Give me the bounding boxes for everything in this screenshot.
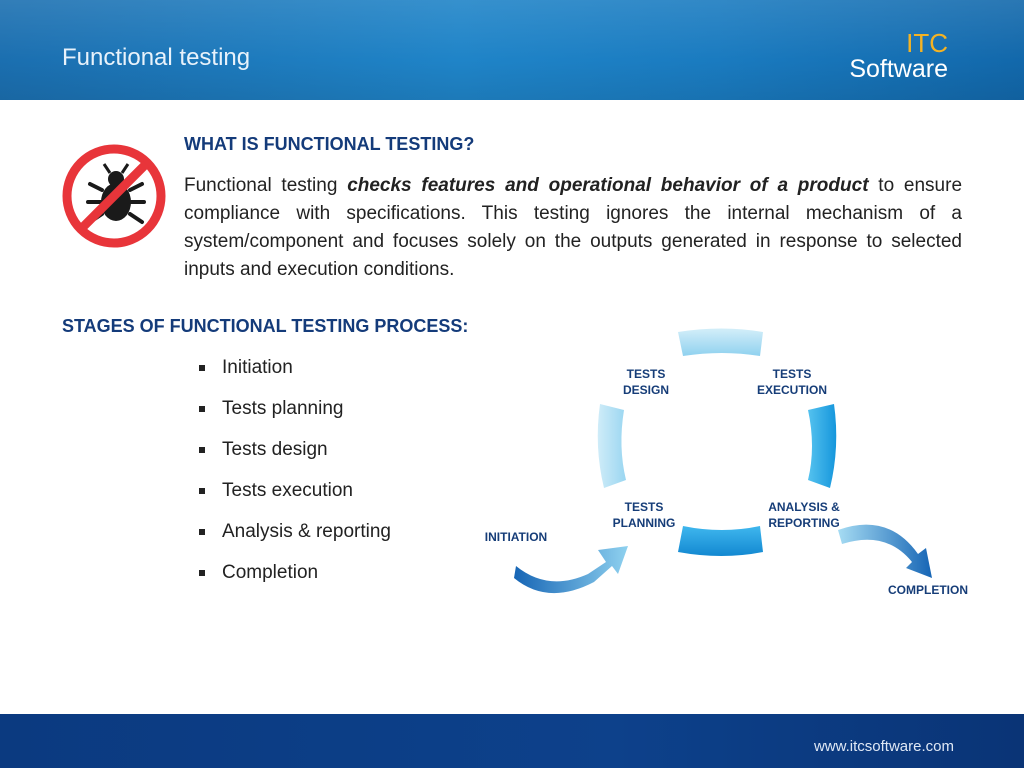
- cycle-segment-top: [678, 328, 763, 356]
- label-completion: COMPLETION: [888, 583, 968, 597]
- cycle-segment-right: [808, 404, 837, 488]
- list-item: Analysis & reporting: [196, 519, 391, 560]
- intro-text-after: to ensure compliance with specifications…: [184, 175, 963, 280]
- list-item: Tests execution: [196, 478, 391, 519]
- list-item: Tests design: [196, 437, 391, 478]
- label-tests-planning-2: PLANNING: [613, 516, 676, 530]
- list-item: Completion: [196, 560, 391, 601]
- logo-software-text: Software: [849, 55, 948, 83]
- stages-heading: STAGES OF FUNCTIONAL TESTING PROCESS:: [62, 316, 469, 336]
- list-item: Tests planning: [196, 396, 391, 437]
- cycle-segment-bottom: [678, 526, 763, 556]
- label-tests-design-1: TESTS: [627, 367, 666, 381]
- what-is-heading: WHAT IS FUNCTIONAL TESTING?: [184, 134, 475, 154]
- list-item: Initiation: [196, 355, 391, 396]
- stages-list: Initiation Tests planning Tests design T…: [196, 355, 391, 601]
- intro-text-before: Functional testing: [184, 175, 348, 196]
- label-tests-execution-1: TESTS: [773, 367, 812, 381]
- footer-website-link[interactable]: www.itcsoftware.com: [813, 738, 954, 755]
- testing-cycle-diagram: TESTS DESIGN TESTS EXECUTION TESTS PLANN…: [485, 328, 968, 597]
- label-analysis-1: ANALYSIS &: [768, 500, 840, 514]
- label-initiation: INITIATION: [485, 530, 547, 544]
- company-logo: ITC Software: [849, 30, 948, 82]
- label-analysis-2: REPORTING: [768, 516, 839, 530]
- intro-emphasis: checks features and operational behavior…: [347, 175, 869, 196]
- label-tests-execution-2: EXECUTION: [757, 383, 827, 397]
- initiation-arrow: [514, 546, 628, 594]
- completion-arrow: [838, 524, 932, 578]
- cycle-segment-left: [597, 404, 626, 488]
- intro-paragraph: Functional testing checks features and o…: [184, 172, 962, 284]
- label-tests-planning-1: TESTS: [625, 500, 664, 514]
- logo-itc-text: ITC: [906, 28, 948, 58]
- header-bar: Functional testing ITC Software: [0, 0, 1024, 100]
- no-bugs-icon: [62, 144, 166, 248]
- footer-bar: www.itcsoftware.com: [0, 714, 1024, 768]
- label-tests-design-2: DESIGN: [623, 383, 669, 397]
- page-title: Functional testing: [62, 44, 251, 71]
